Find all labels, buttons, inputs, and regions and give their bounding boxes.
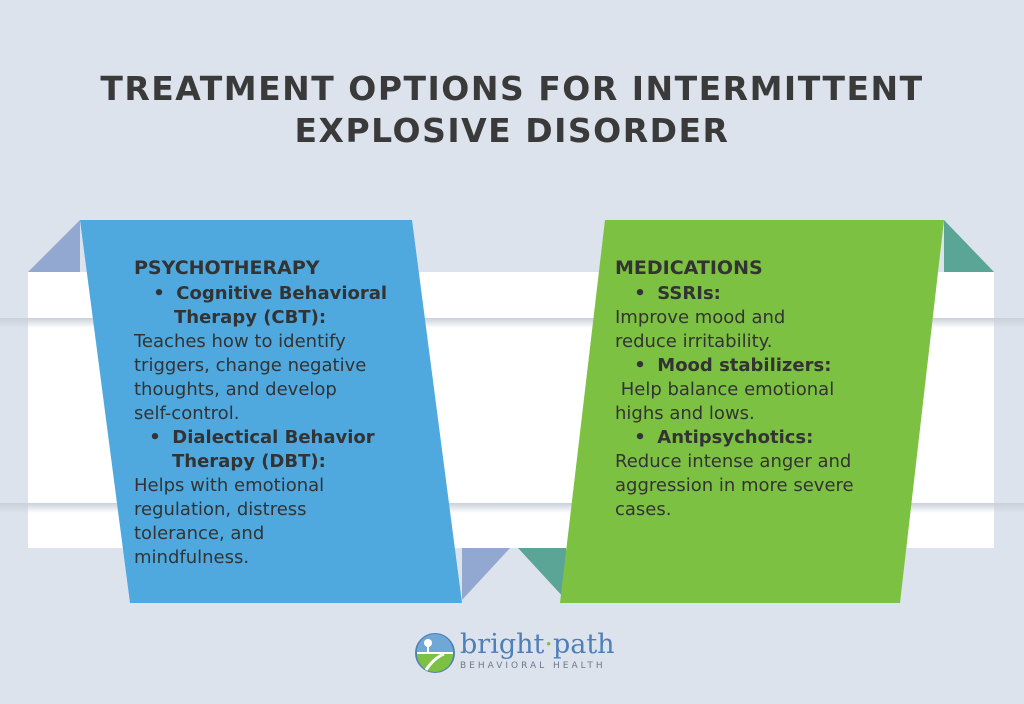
anti-desc-1: Reduce intense anger and [615, 451, 852, 472]
cbt-desc-2: triggers, change negative [134, 355, 367, 376]
logo-word-path: path [552, 629, 615, 660]
logo-separator: · [544, 629, 553, 660]
antipsychotics-title-text: Antipsychotics: [657, 427, 814, 448]
title-line-2: EXPLOSIVE DISORDER [294, 111, 730, 150]
logo-subtitle: BEHAVIORAL HEALTH [460, 661, 606, 671]
dbt-title-line-1: Dialectical Behavior [172, 427, 375, 448]
left-top-fold [28, 220, 80, 272]
dbt-title: • Dialectical Behavior [134, 426, 434, 450]
ssri-desc-2: reduce irritability. [615, 331, 773, 352]
mood-stabilizers-title-text: Mood stabilizers: [657, 355, 832, 376]
cbt-title-line-2: Therapy (CBT): [174, 307, 327, 328]
dbt-desc-1: Helps with emotional [134, 475, 325, 496]
cbt-desc-3: thoughts, and develop [134, 379, 337, 400]
dbt-desc-2: regulation, distress [134, 499, 307, 520]
left-bottom-fold [462, 548, 510, 600]
cbt-title-line-1: Cognitive Behavioral [176, 283, 388, 304]
cbt-desc-4: self-control. [134, 403, 240, 424]
dbt-title-line-2: Therapy (DBT): [172, 451, 326, 472]
dbt-desc-3: tolerance, and [134, 523, 265, 544]
left-card-content: PSYCHOTHERAPY • Cognitive Behavioral The… [134, 256, 434, 570]
band-shadow-bottom [0, 503, 1024, 513]
right-card-heading: MEDICATIONS [615, 257, 763, 279]
right-top-fold [944, 220, 994, 272]
left-card-shape [80, 220, 462, 603]
bullet-dot: • [149, 427, 161, 448]
left-card-heading: PSYCHOTHERAPY [134, 257, 320, 279]
right-card-shape [560, 220, 944, 603]
dbt-desc-4: mindfulness. [134, 547, 250, 568]
right-card-content: MEDICATIONS • SSRIs: Improve mood and re… [615, 256, 925, 522]
right-bottom-fold [518, 548, 566, 600]
band-shadow-top [0, 318, 1024, 328]
ssri-desc-1: Improve mood and [615, 307, 786, 328]
ssri-title: • SSRIs: [615, 282, 925, 306]
anti-desc-2: aggression in more severe [615, 475, 854, 496]
brightpath-logo: bright·path BEHAVIORAL HEALTH [414, 628, 615, 678]
page-title: TREATMENT OPTIONS FOR INTERMITTENT EXPLO… [0, 68, 1024, 152]
bullet-dot: • [634, 427, 646, 448]
logo-emblem-icon [415, 633, 455, 673]
bullet-dot: • [634, 283, 646, 304]
cbt-desc-1: Teaches how to identify [134, 331, 346, 352]
antipsychotics-title: • Antipsychotics: [615, 426, 925, 450]
bullet-dot: • [634, 355, 646, 376]
bullet-dot: • [153, 283, 165, 304]
logo-word-bright: bright [460, 629, 545, 660]
mood-desc-2: highs and lows. [615, 403, 755, 424]
cbt-title: • Cognitive Behavioral [134, 282, 434, 306]
mood-desc-1: Help balance emotional [615, 379, 835, 400]
mood-stabilizers-title: • Mood stabilizers: [615, 354, 925, 378]
ssri-title-text: SSRIs: [657, 283, 721, 304]
logo-wordmark: bright·path [460, 630, 615, 660]
anti-desc-3: cases. [615, 499, 672, 520]
title-line-1: TREATMENT OPTIONS FOR INTERMITTENT [100, 69, 924, 108]
